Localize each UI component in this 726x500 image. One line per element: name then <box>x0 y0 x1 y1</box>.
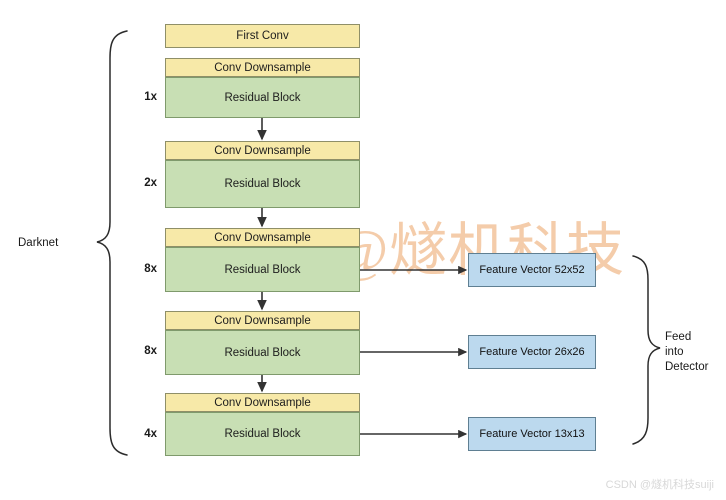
feature-vector-26-label: Feature Vector 26x26 <box>479 346 585 358</box>
stage-3-conv-downsample-box: Conv Downsample <box>165 228 360 247</box>
stage-4-res-label: Residual Block <box>224 346 301 359</box>
stage-2-multiplier: 2x <box>144 177 157 189</box>
stage-2-conv-label: Conv Downsample <box>214 144 311 157</box>
stage-1-conv-downsample-box: Conv Downsample <box>165 58 360 77</box>
feed-line-1: Feed <box>665 331 692 343</box>
stage-3-multiplier: 8x <box>144 263 157 275</box>
first-conv-label: First Conv <box>236 30 289 42</box>
stage-5-conv-downsample-box: Conv Downsample <box>165 393 360 412</box>
darknet-bracket-label: Darknet <box>18 237 59 249</box>
stage-3-conv-label: Conv Downsample <box>214 231 311 244</box>
stage-5-residual-block-box: Residual Block <box>165 412 360 456</box>
stage-1-multiplier: 1x <box>144 91 157 103</box>
stage-2-conv-downsample-box: Conv Downsample <box>165 141 360 160</box>
stage-4-conv-label: Conv Downsample <box>214 314 311 327</box>
feature-vector-13-box: Feature Vector 13x13 <box>468 417 596 451</box>
feed-line-2: into <box>665 346 684 358</box>
stage-2-res-label: Residual Block <box>224 178 301 190</box>
footer-watermark: CSDN @燧机科技suiji <box>605 479 714 491</box>
stage-5-res-label: Residual Block <box>224 428 301 440</box>
feature-vector-13-label: Feature Vector 13x13 <box>479 428 585 440</box>
stage-5-conv-label: Conv Downsample <box>214 396 311 409</box>
feed-into-detector-label: Feed into Detector <box>665 330 708 375</box>
stage-4-multiplier: 8x <box>144 345 157 357</box>
feature-vector-52-box: Feature Vector 52x52 <box>468 253 596 287</box>
stage-5-multiplier: 4x <box>144 428 157 440</box>
stage-4-conv-downsample-box: Conv Downsample <box>165 311 360 330</box>
stage-3-residual-block-box: Residual Block <box>165 247 360 292</box>
stage-3-res-label: Residual Block <box>224 263 301 276</box>
first-conv-box: First Conv <box>165 24 360 48</box>
darknet-bracket <box>96 30 128 456</box>
feed-detector-bracket <box>632 255 661 445</box>
feed-line-3: Detector <box>665 361 709 373</box>
stage-1-res-label: Residual Block <box>224 91 301 104</box>
feature-vector-26-box: Feature Vector 26x26 <box>468 335 596 369</box>
feature-vector-52-label: Feature Vector 52x52 <box>479 264 585 276</box>
stage-1-residual-block-box: Residual Block <box>165 77 360 118</box>
stage-2-residual-block-box: Residual Block <box>165 160 360 208</box>
stage-1-conv-label: Conv Downsample <box>214 61 311 74</box>
stage-4-residual-block-box: Residual Block <box>165 330 360 375</box>
